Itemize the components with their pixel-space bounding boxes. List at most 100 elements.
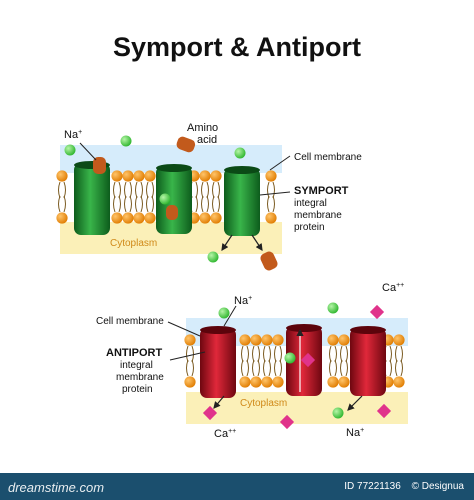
lipid-tail xyxy=(58,181,61,199)
lipid-tail xyxy=(217,181,220,199)
lipid-tail xyxy=(217,195,220,213)
calcium-ion xyxy=(376,403,392,419)
lipid-head xyxy=(210,170,222,182)
sodium-ion xyxy=(159,193,171,205)
lipid-head xyxy=(338,376,350,388)
leader-line xyxy=(167,321,201,337)
image-meta: ID 77221136 © Designua xyxy=(336,481,464,492)
lipid-tail xyxy=(274,345,277,363)
amino-acid-label: Amino xyxy=(187,122,218,134)
sodium-ion xyxy=(327,302,339,314)
lipid-head xyxy=(184,376,196,388)
lipid-tail xyxy=(268,345,271,363)
lipid-tail xyxy=(329,345,332,363)
lipid-head xyxy=(122,212,134,224)
lipid-tail xyxy=(135,195,138,213)
calcium-label: Ca++ xyxy=(214,428,236,440)
calcium-ion xyxy=(369,304,385,320)
sodium-label: Na+ xyxy=(234,295,252,307)
symport-lipid-bilayer xyxy=(56,170,277,224)
lipid-tail xyxy=(267,181,270,199)
lipid-tail xyxy=(186,359,189,377)
lipid-head xyxy=(144,212,156,224)
lipid-tail xyxy=(267,195,270,213)
lipid-tail xyxy=(329,359,332,377)
lipid-tail xyxy=(113,181,116,199)
lipid-tail xyxy=(395,359,398,377)
cytoplasm-label: Cytoplasm xyxy=(110,238,157,249)
lipid-tail xyxy=(191,359,194,377)
lipid-tail xyxy=(195,181,198,199)
lipid-head xyxy=(56,212,68,224)
lipid-head xyxy=(133,170,145,182)
lipid-head xyxy=(239,334,251,346)
lipid-head xyxy=(184,334,196,346)
cell-membrane-label: Cell membrane xyxy=(96,316,164,327)
lipid-tail xyxy=(257,359,260,377)
lipid-tail xyxy=(118,195,121,213)
calcium-ion xyxy=(300,352,316,368)
sodium-ion xyxy=(64,144,76,156)
lipid-head xyxy=(239,376,251,388)
lipid-tail xyxy=(252,359,255,377)
leader-line xyxy=(223,305,237,327)
antiport-section: Cell membrane ANTIPORT integral membrane… xyxy=(96,282,408,440)
lipid-tail xyxy=(191,345,194,363)
lipid-tail xyxy=(63,181,66,199)
lipid-tail xyxy=(246,345,249,363)
sodium-ion xyxy=(207,251,219,263)
lipid-tail xyxy=(389,359,392,377)
lipid-head xyxy=(338,334,350,346)
lipid-tail xyxy=(274,359,277,377)
transport-arrow xyxy=(347,395,363,411)
antiport-desc: protein xyxy=(122,384,153,395)
lipid-tail xyxy=(206,181,209,199)
sodium-ion xyxy=(332,407,344,419)
lipid-tail xyxy=(151,195,154,213)
lipid-tail xyxy=(400,359,403,377)
lipid-tail xyxy=(186,345,189,363)
cell-membrane-label: Cell membrane xyxy=(294,152,362,163)
lipid-tail xyxy=(195,195,198,213)
lipid-tail xyxy=(140,181,143,199)
amino-acid-label: acid xyxy=(197,134,217,146)
transport-arrow xyxy=(213,395,225,409)
footer-bar: dreamstime.com ID 77221136 © Designua xyxy=(0,473,474,500)
lipid-tail xyxy=(113,195,116,213)
lipid-head xyxy=(122,170,134,182)
lipid-tail xyxy=(400,345,403,363)
lipid-tail xyxy=(246,359,249,377)
lipid-tail xyxy=(146,181,149,199)
symport-desc: protein xyxy=(294,222,325,233)
sodium-label: Na+ xyxy=(346,427,364,439)
lipid-tail xyxy=(389,345,392,363)
antiport-protein-1 xyxy=(200,326,236,398)
lipid-head xyxy=(250,334,262,346)
lipid-tail xyxy=(345,345,348,363)
calcium-label: Ca++ xyxy=(382,282,404,294)
lipid-tail xyxy=(58,195,61,213)
lipid-head xyxy=(393,376,405,388)
amino-acid-molecule xyxy=(166,205,178,220)
lipid-tail xyxy=(140,195,143,213)
symport-section: Na+ Amino acid Cell membrane SYMPORT int… xyxy=(56,122,362,271)
lipid-head xyxy=(250,376,262,388)
lipid-tail xyxy=(334,359,337,377)
sodium-ion xyxy=(120,135,132,147)
lipid-head xyxy=(265,212,277,224)
lipid-tail xyxy=(252,345,255,363)
image-id: ID 77221136 xyxy=(344,481,401,492)
lipid-tail xyxy=(63,195,66,213)
amino-acid-molecule xyxy=(176,136,196,153)
leader-line xyxy=(169,351,206,361)
lipid-tail xyxy=(124,195,127,213)
lipid-head xyxy=(272,334,284,346)
brand-logo: dreamstime.com xyxy=(8,480,105,495)
antiport-protein-3 xyxy=(350,326,386,396)
antiport-title: ANTIPORT xyxy=(106,347,163,359)
lipid-head xyxy=(265,170,277,182)
cytoplasm-label: Cytoplasm xyxy=(240,398,287,409)
antiport-desc: integral xyxy=(120,360,153,371)
sodium-ion xyxy=(234,147,246,159)
